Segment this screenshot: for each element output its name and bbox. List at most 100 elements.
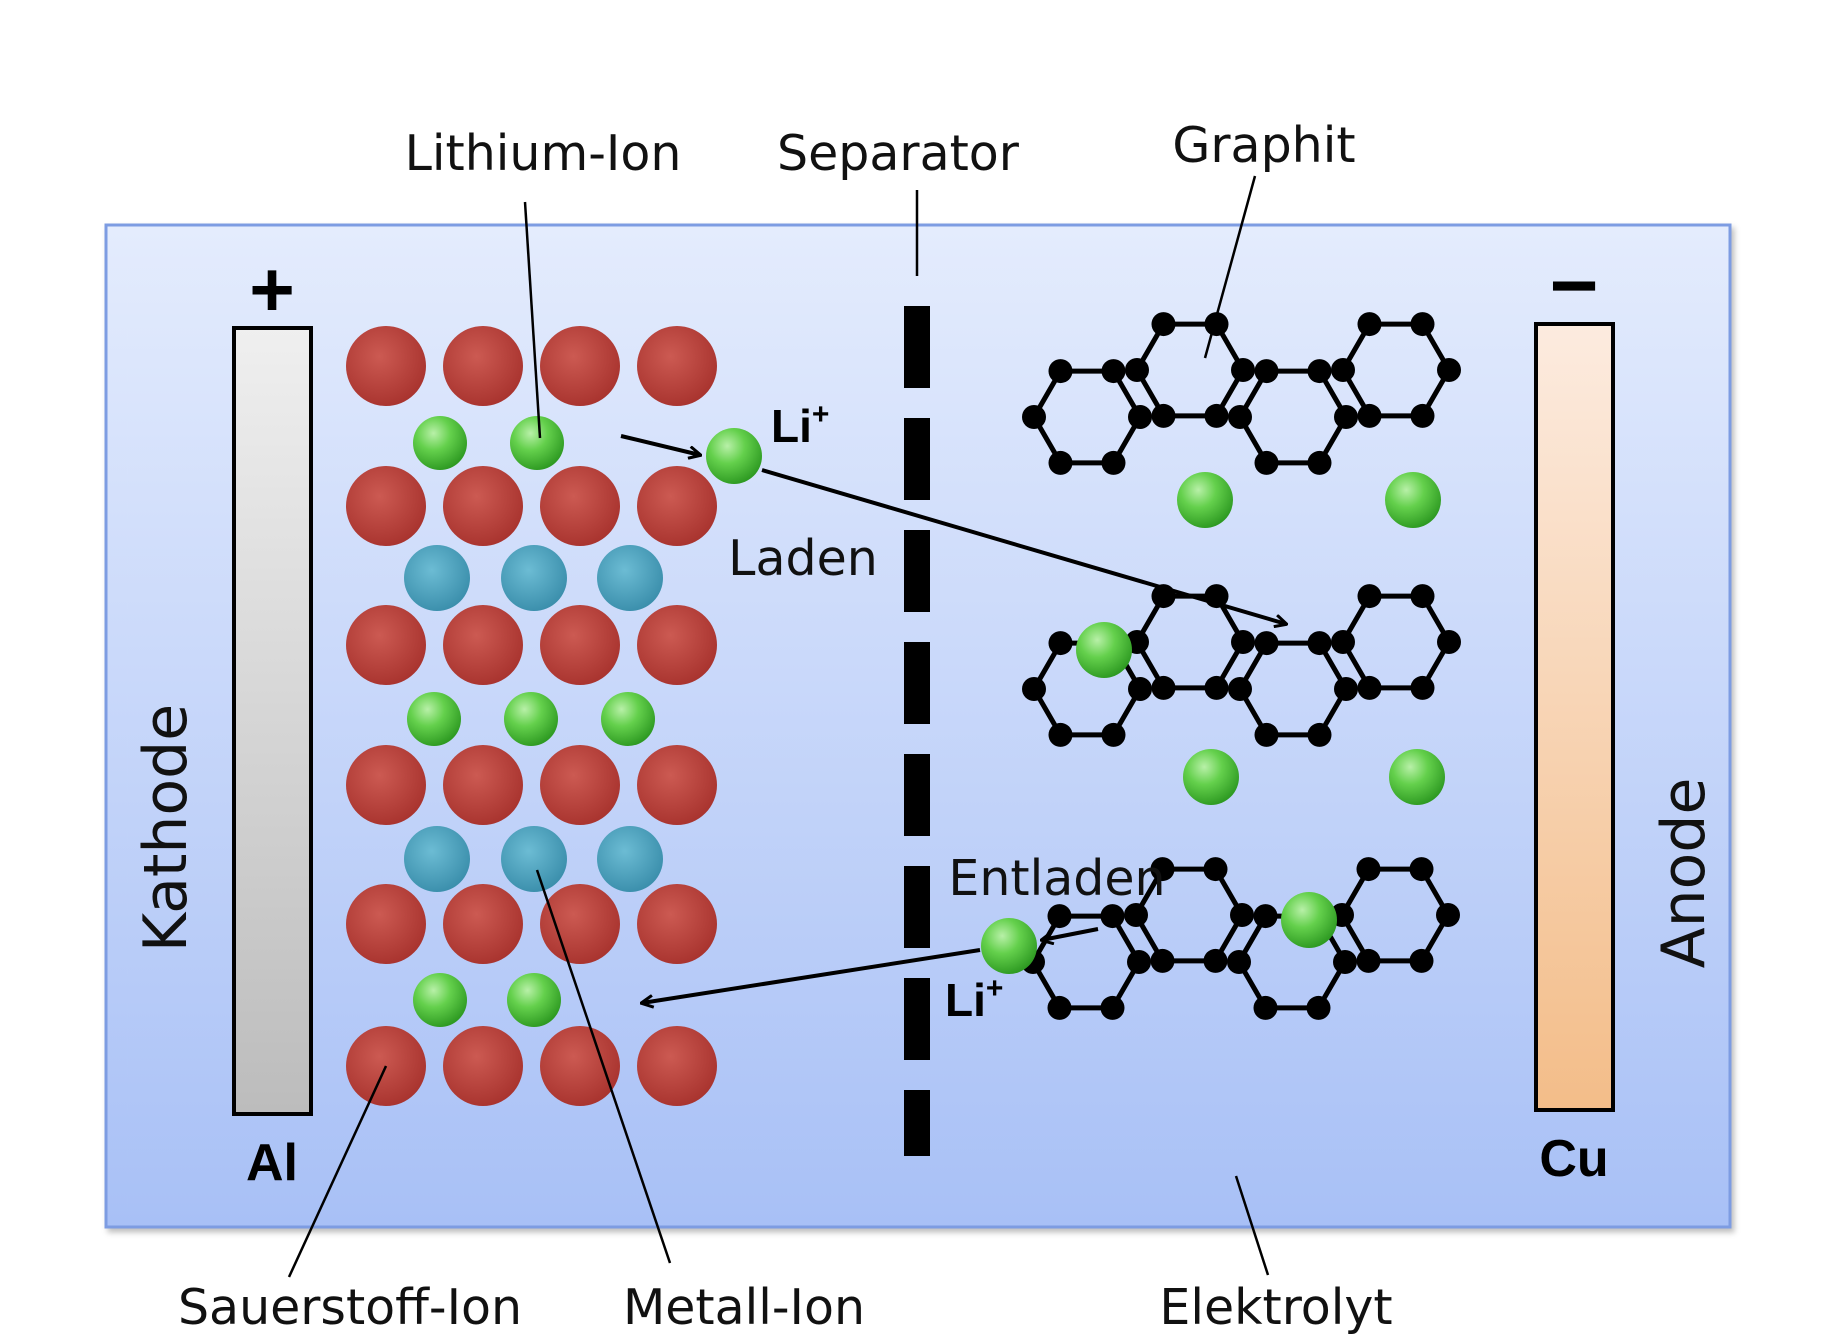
carbon-atom: [1333, 950, 1357, 974]
carbon-atom: [1022, 405, 1046, 429]
oxygen-ion: [540, 884, 620, 964]
carbon-atom: [1151, 675, 1176, 700]
oxygen-ion: [540, 466, 620, 546]
carbon-atom: [1410, 584, 1435, 609]
carbon-atom: [1230, 903, 1254, 927]
carbon-atom: [1204, 403, 1229, 428]
lithium-ion-in-cathode: [407, 692, 461, 746]
oxygen-ion: [637, 884, 717, 964]
lithium-ion-in-graphite: [1385, 472, 1441, 528]
carbon-atom: [1254, 631, 1279, 656]
anode-plate: [1534, 322, 1615, 1112]
lithium-ion-in-cathode: [413, 416, 467, 470]
label-li-top: Li+: [771, 398, 829, 452]
charge-arrow: [761, 468, 1286, 624]
carbon-atom: [1410, 403, 1435, 428]
oxygen-ion: [540, 1026, 620, 1106]
oxygen-ion: [443, 605, 523, 685]
carbon-atom: [1409, 948, 1434, 973]
lithium-ion-in-cathode: [601, 692, 655, 746]
carbon-atom: [1253, 995, 1278, 1020]
plus-sign: +: [249, 245, 295, 333]
carbon-atom: [1357, 675, 1382, 700]
label-metall-ion: Metall-Ion: [623, 1279, 865, 1336]
carbon-atom: [1100, 904, 1125, 929]
label-al: Al: [246, 1134, 298, 1192]
carbon-atom: [1334, 677, 1358, 701]
carbon-atom: [1334, 405, 1358, 429]
carbon-atom: [1022, 677, 1046, 701]
minus-sign: −: [1549, 238, 1598, 332]
carbon-atom: [1101, 722, 1126, 747]
label-sauerstoff-ion: Sauerstoff-Ion: [178, 1279, 522, 1336]
carbon-atom: [1357, 584, 1382, 609]
lithium-ion-discharging: [981, 918, 1037, 974]
carbon-atom: [1151, 403, 1176, 428]
carbon-atom: [1047, 904, 1072, 929]
oxygen-ion: [346, 605, 426, 685]
lithium-ion-in-cathode: [510, 416, 564, 470]
carbon-atom: [1151, 312, 1176, 337]
oxygen-ion: [443, 1026, 523, 1106]
cathode-plate: [232, 326, 313, 1116]
carbon-atom: [1307, 722, 1332, 747]
carbon-atom: [1228, 677, 1252, 701]
oxygen-ion: [540, 605, 620, 685]
oxygen-ion: [346, 884, 426, 964]
carbon-atom: [1150, 948, 1175, 973]
lithium-ion-in-graphite: [1389, 749, 1445, 805]
carbon-atom: [1231, 630, 1255, 654]
carbon-atom: [1437, 358, 1461, 382]
oxygen-ion: [346, 326, 426, 406]
leader-graphit: [1203, 175, 1257, 359]
lithium-ion-in-graphite: [1281, 892, 1337, 948]
carbon-atom: [1254, 359, 1279, 384]
carbon-atom: [1307, 450, 1332, 475]
carbon-atom: [1231, 358, 1255, 382]
carbon-atom: [1101, 450, 1126, 475]
carbon-atom: [1306, 995, 1331, 1020]
lithium-ion-in-graphite: [1183, 749, 1239, 805]
oxygen-ion: [637, 745, 717, 825]
carbon-atom: [1125, 358, 1149, 382]
label-entladen: Entladen: [948, 850, 1165, 907]
oxygen-ion: [443, 466, 523, 546]
carbon-atom: [1204, 675, 1229, 700]
carbon-atom: [1254, 722, 1279, 747]
carbon-atom: [1048, 631, 1073, 656]
metal-ion: [501, 826, 567, 892]
oxygen-ion: [540, 326, 620, 406]
carbon-atom: [1128, 677, 1152, 701]
carbon-atom: [1436, 903, 1460, 927]
label-elektrolyt: Elektrolyt: [1159, 1279, 1392, 1336]
graphite-layer: [1022, 312, 1461, 475]
graphite-layers: [1021, 312, 1461, 1020]
carbon-atom: [1203, 948, 1228, 973]
discharge-arrow-short: [1042, 927, 1099, 940]
carbon-atom: [1254, 450, 1279, 475]
oxygen-ion: [443, 745, 523, 825]
label-separator: Separator: [777, 125, 1020, 182]
lithium-ion-charging: [706, 428, 762, 484]
label-cu: Cu: [1539, 1130, 1608, 1188]
metal-ion: [501, 545, 567, 611]
label-kathode: Kathode: [131, 704, 201, 952]
carbon-atom: [1307, 631, 1332, 656]
oxygen-ion: [346, 745, 426, 825]
oxygen-ion: [540, 745, 620, 825]
charge-arrow-short: [620, 434, 700, 455]
carbon-atom: [1048, 722, 1073, 747]
carbon-atom: [1357, 403, 1382, 428]
oxygen-ion: [637, 326, 717, 406]
leader-elektrolyt: [1234, 1175, 1270, 1276]
carbon-atom: [1150, 857, 1175, 882]
carbon-atom: [1357, 312, 1382, 337]
oxygen-ion: [637, 605, 717, 685]
metal-ion: [404, 826, 470, 892]
lithium-ion-in-cathode: [507, 973, 561, 1027]
carbon-atom: [1048, 359, 1073, 384]
carbon-atom: [1307, 359, 1332, 384]
label-lithium-ion: Lithium-Ion: [405, 125, 682, 182]
lithium-ion-in-cathode: [413, 973, 467, 1027]
